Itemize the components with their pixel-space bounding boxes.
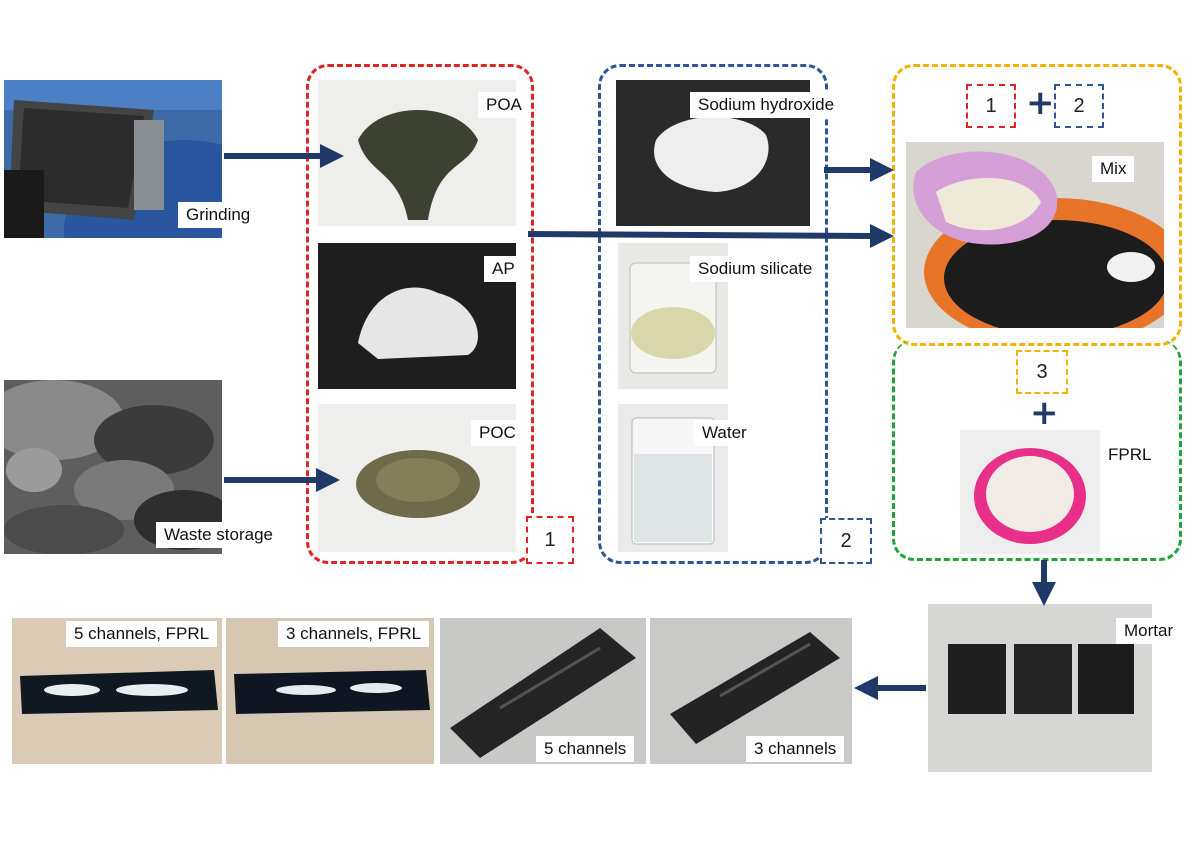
sodium-hydroxide-label: Sodium hydroxide (690, 92, 843, 118)
sodium-silicate-label: Sodium silicate (690, 256, 821, 282)
group-2-tag: 2 (820, 518, 872, 564)
poa-label: POA (478, 92, 530, 118)
mix-panel-box (892, 64, 1182, 346)
fprl-panel-box (892, 340, 1182, 561)
mix-plus-sign: + (1026, 83, 1055, 123)
group-2-box (598, 64, 828, 564)
sodium-silicate-photo (618, 243, 728, 389)
mortar-photo (928, 604, 1152, 772)
grinding-label: Grinding (178, 202, 259, 228)
ap-photo (318, 243, 516, 389)
water-photo (618, 404, 728, 552)
mix-label: Mix (1092, 156, 1135, 182)
waste-storage-label: Waste storage (156, 522, 281, 548)
group-1-box (306, 64, 534, 564)
fprl-plus-sign: + (1030, 393, 1059, 433)
ap-label: AP (484, 256, 523, 282)
water-label: Water (694, 420, 755, 446)
bottom-label-3: 5 channels (536, 736, 635, 762)
fprl-tag-3: 3 (1016, 350, 1068, 394)
bottom-label-4: 3 channels (746, 736, 845, 762)
mix-tag-2: 2 (1054, 84, 1104, 128)
group-1-tag: 1 (526, 516, 574, 564)
mix-tag-1: 1 (966, 84, 1016, 128)
bottom-label-1: 5 channels, FPRL (66, 621, 218, 647)
mortar-label: Mortar (1116, 618, 1182, 644)
fprl-label: FPRL (1100, 442, 1160, 468)
poc-photo (318, 404, 516, 552)
poc-label: POC (471, 420, 524, 446)
fprl-photo (960, 430, 1100, 554)
bottom-label-2: 3 channels, FPRL (278, 621, 430, 647)
